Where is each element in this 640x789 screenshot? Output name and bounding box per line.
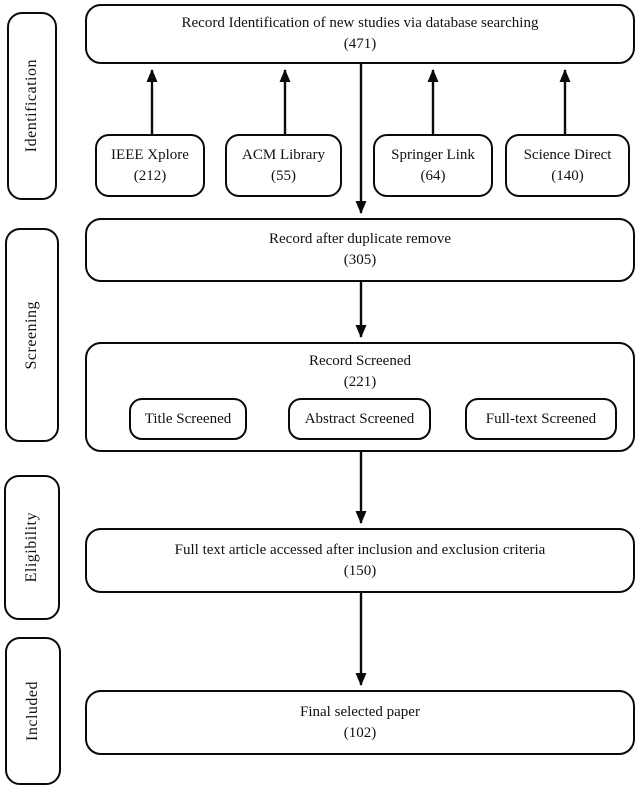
box-fulltext-screened: Full-text Screened	[465, 398, 617, 440]
box-abstract-screened-label: Abstract Screened	[304, 411, 415, 427]
box-acm-library: ACM Library (55)	[225, 134, 342, 197]
box-science-direct-count: (140)	[551, 167, 584, 184]
stage-identification: Identification	[7, 12, 57, 200]
box-title-screened: Title Screened	[129, 398, 247, 440]
box-title-screened-label: Title Screened	[144, 411, 232, 427]
box-final-selected-text: Final selected paper	[300, 703, 420, 720]
stage-eligibility: Eligibility	[4, 475, 60, 620]
box-records-screened: Record Screened (221) Title Screened Abs…	[85, 342, 635, 452]
stage-included-label: Included	[24, 681, 41, 741]
box-fulltext-screened-label: Full-text Screened	[485, 411, 597, 427]
box-fulltext-assessed-text: Full text article accessed after inclusi…	[174, 541, 546, 558]
box-acm-library-name: ACM Library	[242, 146, 325, 163]
box-records-screened-count: (221)	[343, 374, 377, 390]
box-ieee-xplore-name: IEEE Xplore	[111, 146, 189, 163]
box-fulltext-assessed: Full text article accessed after inclusi…	[85, 528, 635, 593]
box-records-screened-text: Record Screened	[308, 353, 412, 369]
box-database-searching-text: Record Identification of new studies via…	[181, 15, 539, 31]
box-final-selected: Final selected paper (102)	[85, 690, 635, 755]
box-database-searching-count: (471)	[343, 36, 377, 52]
box-abstract-screened: Abstract Screened	[288, 398, 431, 440]
box-science-direct-name: Science Direct	[523, 146, 612, 163]
box-science-direct: Science Direct (140)	[505, 134, 630, 197]
box-final-selected-count: (102)	[343, 724, 377, 741]
box-fulltext-assessed-count: (150)	[343, 562, 377, 579]
box-springer-link: Springer Link (64)	[373, 134, 493, 197]
stage-included: Included	[5, 637, 61, 785]
box-duplicates-removed: Record after duplicate remove (305)	[85, 218, 635, 282]
stage-identification-label: Identification	[23, 59, 40, 153]
box-springer-link-name: Springer Link	[391, 146, 475, 163]
box-acm-library-count: (55)	[271, 167, 296, 184]
box-duplicates-removed-count: (305)	[343, 252, 377, 268]
box-database-searching: Record Identification of new studies via…	[85, 4, 635, 64]
box-duplicates-removed-text: Record after duplicate remove	[269, 231, 451, 247]
box-springer-link-count: (64)	[420, 167, 446, 184]
stage-eligibility-label: Eligibility	[23, 512, 40, 583]
stage-screening: Screening	[5, 228, 59, 442]
stage-screening-label: Screening	[23, 300, 40, 370]
box-ieee-xplore-count: (212)	[133, 167, 167, 184]
box-ieee-xplore: IEEE Xplore (212)	[95, 134, 205, 197]
